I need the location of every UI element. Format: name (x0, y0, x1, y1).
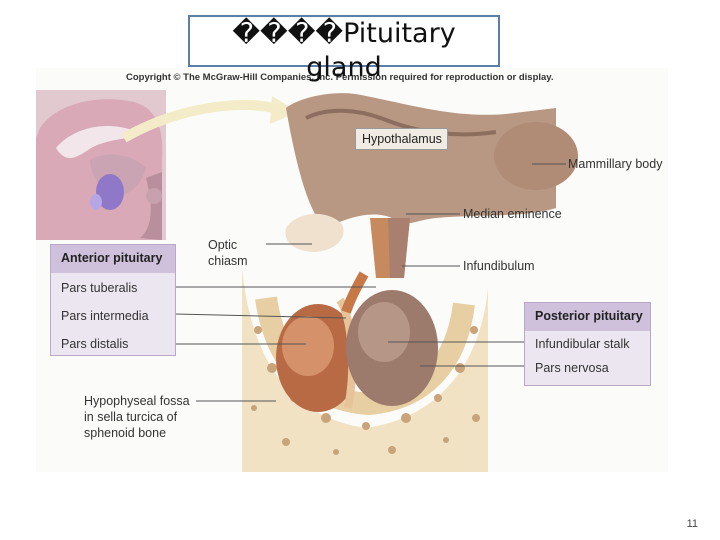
mammillary-body-label: Mammillary body (568, 157, 663, 171)
pars-tuberalis (341, 271, 369, 314)
posterior-pituitary-heading: Posterior pituitary (525, 303, 650, 331)
posterior-pituitary-box: Posterior pituitary Infundibular stalk P… (524, 302, 651, 386)
pars-distalis-label: Pars distalis (61, 337, 129, 351)
slide-title-line1: ����Pituitary (232, 18, 456, 49)
optic-chiasm-label-line1: Optic (208, 238, 238, 252)
hypothalamus-label: Hypothalamus (355, 128, 448, 150)
title-box: ����Pituitary gland (188, 15, 500, 83)
hypothalamus (286, 93, 556, 228)
pituitary-figure: Copyright © The McGraw-Hill Companies, I… (36, 68, 668, 472)
optic-chiasm (285, 213, 344, 252)
leader-lines (175, 163, 566, 402)
optic-chiasm-label-line2: chiasm (208, 254, 248, 268)
anterior-pituitary-box: Anterior pituitary Pars tuberalis Pars i… (50, 244, 176, 356)
infundibulum-label: Infundibulum (463, 259, 535, 273)
mammillary-body (494, 122, 578, 190)
fossa-label-line2: in sella turcica of (84, 410, 178, 424)
sphenoid-bone (242, 268, 488, 472)
pointer-arrow (121, 100, 276, 143)
infundibular-stalk-label: Infundibular stalk (535, 337, 630, 351)
anatomy-illustration (36, 90, 578, 472)
copyright-notice: Copyright © The McGraw-Hill Companies, I… (126, 72, 554, 83)
fossa-label-line3: sphenoid bone (84, 426, 167, 440)
pars-intermedia-label: Pars intermedia (61, 309, 149, 323)
pars-tuberalis-label: Pars tuberalis (61, 281, 138, 295)
page-number: 11 (686, 518, 698, 530)
pars-nervosa-label: Pars nervosa (535, 361, 609, 375)
anterior-pituitary-heading: Anterior pituitary (51, 245, 175, 273)
median-eminence-label: Median eminence (463, 207, 562, 221)
brain-inset (36, 90, 166, 241)
slide-title-line2: gland (306, 52, 382, 83)
fossa-label-line1: Hypophyseal fossa (84, 394, 190, 408)
arrow-head-icon (270, 96, 298, 124)
